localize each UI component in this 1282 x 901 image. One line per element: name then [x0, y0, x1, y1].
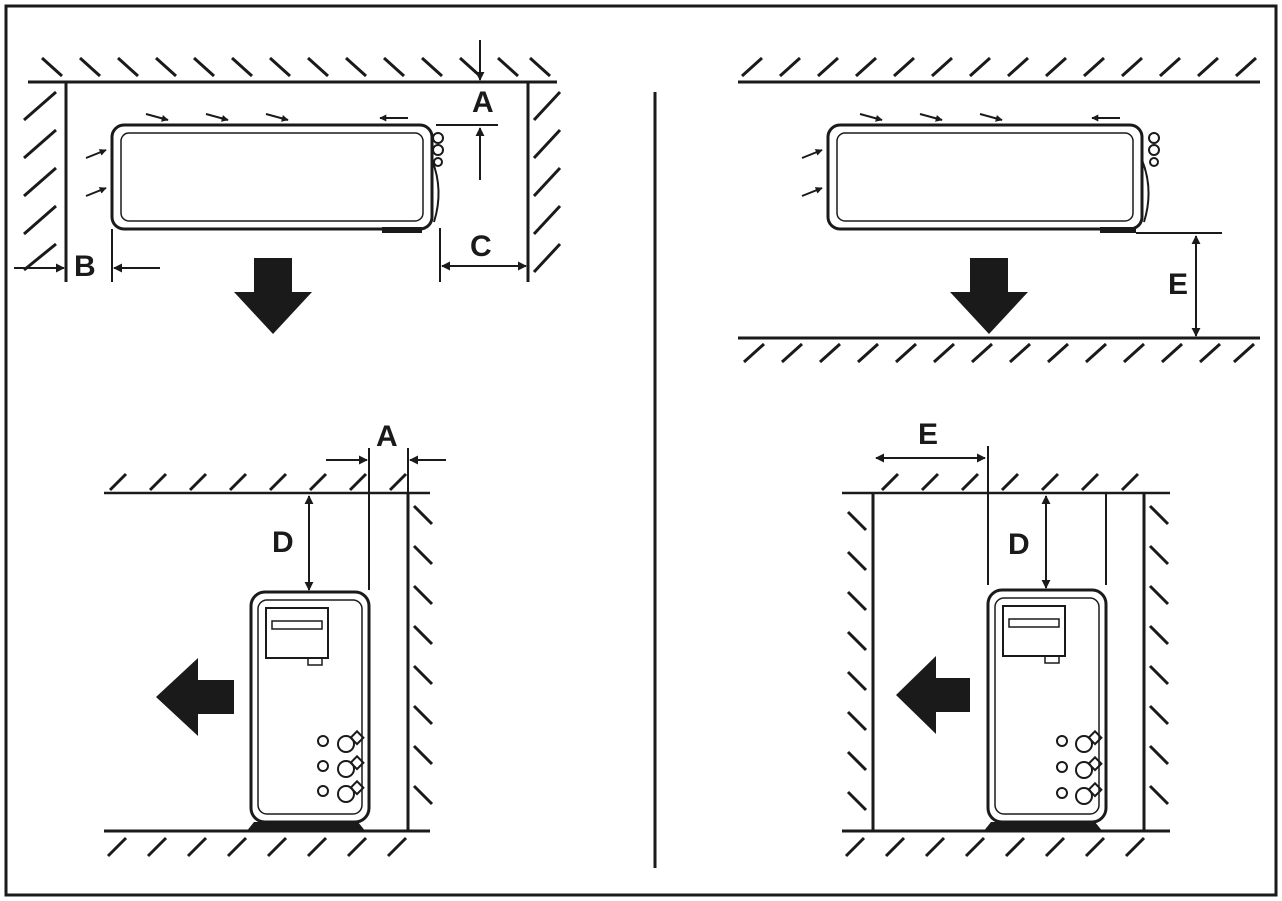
floor-hatch: [844, 836, 1146, 858]
floor-hatch: [742, 342, 1256, 364]
dimension-arrow-icon: [14, 229, 160, 282]
dimension-arrow-icon: [436, 40, 498, 180]
dimension-arrow-icon: [326, 448, 446, 590]
outdoor-unit: [983, 588, 1108, 832]
label-a: A: [472, 86, 494, 119]
top-left-panel: A B C: [14, 40, 562, 334]
ceiling-hatch: [740, 56, 1258, 78]
dimension-arrow-icon: [439, 228, 527, 282]
pipe-connection-icon: [432, 132, 444, 167]
ceiling-hatch: [40, 56, 552, 78]
pipe-connection-icon: [1056, 729, 1103, 805]
label-a: A: [376, 420, 398, 453]
ceiling-hatch: [880, 472, 1140, 492]
pipe-connection-icon: [1148, 132, 1160, 167]
outdoor-unit: [246, 590, 371, 832]
airflow-arrow-icon: [85, 113, 408, 197]
label-e: E: [1168, 268, 1188, 301]
indoor-unit: [110, 123, 444, 233]
airflow-arrow-icon: [801, 113, 1120, 197]
bottom-right-panel: E D: [842, 418, 1170, 858]
label-b: B: [74, 250, 96, 283]
dimension-arrow-icon: [1136, 232, 1222, 337]
left-wall-hatch: [23, 90, 57, 272]
right-wall-hatch: [412, 504, 434, 806]
top-right-panel: E: [738, 56, 1260, 364]
right-wall-hatch: [1148, 504, 1170, 806]
label-d: D: [1008, 528, 1030, 561]
bottom-left-panel: A D: [104, 420, 446, 858]
left-wall-hatch: [846, 510, 868, 812]
dimension-arrow-icon: [875, 446, 1107, 585]
flow-direction-arrow-icon: [234, 258, 312, 334]
right-wall-hatch: [532, 90, 562, 274]
flow-direction-arrow-icon: [156, 658, 234, 736]
label-d: D: [272, 526, 294, 559]
ceiling-hatch: [108, 472, 408, 492]
floor-hatch: [106, 836, 408, 858]
pipe-connection-icon: [317, 729, 365, 803]
label-c: C: [470, 230, 492, 263]
indoor-unit: [826, 123, 1160, 233]
label-e: E: [918, 418, 938, 451]
flow-direction-arrow-icon: [896, 656, 970, 734]
flow-direction-arrow-icon: [950, 258, 1028, 334]
outer-frame: [4, 4, 1278, 897]
